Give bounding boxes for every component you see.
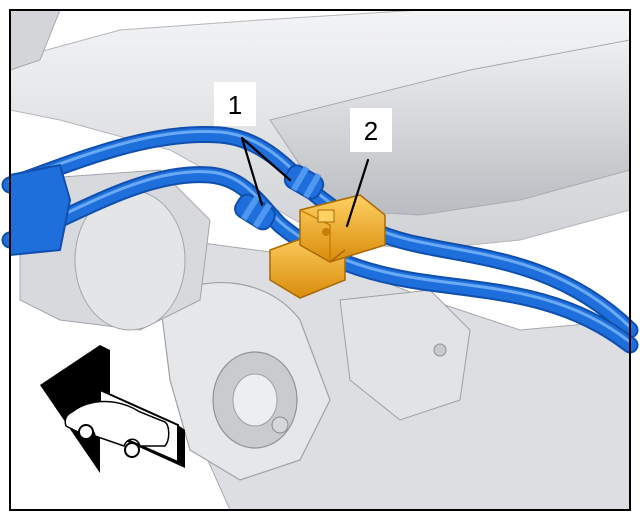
callout-1-leader-lower	[240, 136, 264, 207]
diagram-frame	[9, 9, 631, 511]
line-connector-lower	[234, 193, 276, 231]
bolt-head	[271, 416, 289, 434]
callout-2-leader	[345, 158, 370, 228]
line-connectors	[234, 164, 325, 231]
chassis	[9, 9, 631, 511]
line-connector-upper	[283, 164, 325, 200]
callout-1-number: 1	[228, 90, 242, 120]
callout-1-leader-upper	[240, 136, 292, 182]
car-silhouette-icon	[64, 400, 170, 447]
callout-1: 1	[214, 82, 292, 207]
brake-line-clip	[269, 194, 386, 299]
hose-fitting-left	[9, 164, 71, 256]
vehicle-direction-arrow-icon	[40, 345, 185, 473]
callout-2-number: 2	[364, 116, 378, 146]
callout-2: 2	[345, 108, 392, 228]
